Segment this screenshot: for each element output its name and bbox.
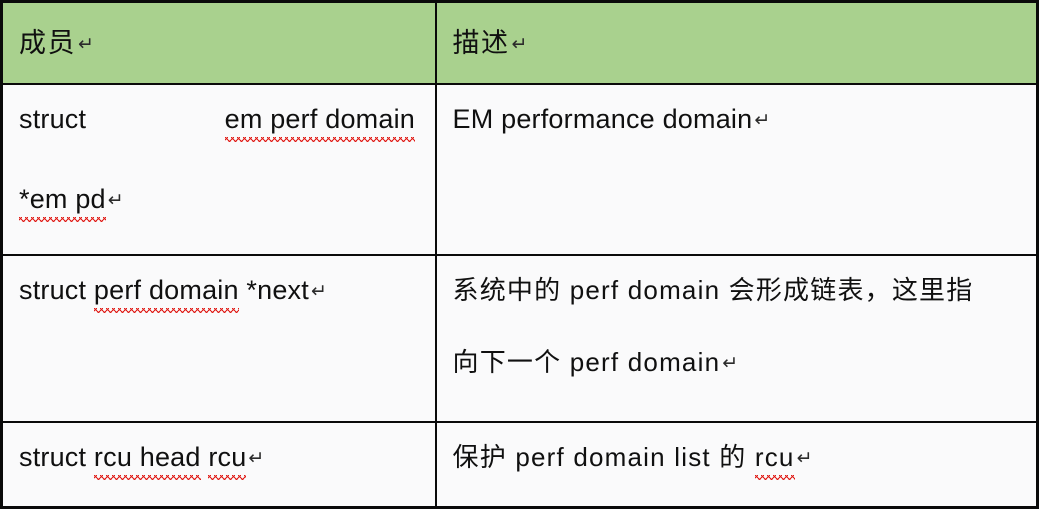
- member-space: [201, 442, 209, 472]
- member-text-line-1: struct em perf domain: [19, 99, 416, 142]
- return-mark-icon: ↵: [796, 447, 814, 469]
- description-cell: 保护 perf domain list 的 rcu↵: [434, 421, 1039, 509]
- column-header-description: 描述↵: [434, 0, 1039, 85]
- member-field-name-misspelled: rcu: [208, 437, 247, 480]
- header-member-content: 成员↵: [3, 3, 435, 72]
- member-cell-content: struct perf domain *next↵: [3, 256, 435, 319]
- header-member-text: 成员↵: [19, 23, 419, 64]
- description-text-line-1: EM performance domain↵: [453, 99, 1021, 140]
- header-description-label: 描述: [452, 28, 510, 58]
- description-text-line-1: 系统中的 perf domain 会形成链表，这里指: [453, 270, 1021, 310]
- return-mark-icon: ↵: [78, 33, 96, 55]
- member-cell: struct em perf domain *em pd↵: [0, 83, 437, 256]
- description-cell-content: 系统中的 perf domain 会形成链表，这里指 向下一个 perf dom…: [437, 256, 1037, 391]
- description-cell: 系统中的 perf domain 会形成链表，这里指 向下一个 perf dom…: [434, 254, 1039, 423]
- description-text-line-2: 向下一个 perf domain↵: [453, 342, 1021, 383]
- member-text-line-1: struct rcu head rcu↵: [19, 437, 419, 480]
- description-cell: EM performance domain↵: [434, 83, 1039, 256]
- member-keyword: struct: [19, 275, 94, 305]
- description-text: 向下一个 perf domain: [452, 347, 721, 377]
- member-keyword: struct: [19, 104, 87, 134]
- column-header-member: 成员↵: [0, 0, 437, 85]
- member-identifier-misspelled: perf domain: [93, 270, 239, 313]
- member-keyword: struct: [19, 442, 94, 472]
- member-text-line-2: *em pd↵: [19, 179, 419, 222]
- table-row: struct perf domain *next↵ 系统中的 perf doma…: [0, 254, 1039, 423]
- table-header-row: 成员↵ 描述↵: [0, 0, 1039, 85]
- member-text-line-1: struct perf domain *next↵: [19, 270, 419, 313]
- description-text: 系统中的 perf domain 会形成链表，这里指: [452, 275, 974, 305]
- return-mark-icon: ↵: [511, 33, 529, 55]
- header-description-text: 描述↵: [453, 23, 1021, 64]
- return-mark-icon: ↵: [310, 280, 328, 302]
- return-mark-icon: ↵: [107, 189, 124, 211]
- member-identifier-misspelled: rcu head: [93, 437, 201, 480]
- member-cell: struct perf domain *next↵: [0, 254, 437, 423]
- description-identifier-misspelled: rcu: [754, 437, 795, 480]
- table-row: struct rcu head rcu↵ 保护 perf domain list…: [0, 421, 1039, 509]
- header-description-content: 描述↵: [437, 3, 1037, 72]
- return-mark-icon: ↵: [248, 447, 265, 469]
- member-cell: struct rcu head rcu↵: [0, 421, 437, 509]
- member-identifier-misspelled: *em pd: [19, 179, 106, 222]
- description-text: EM performance domain: [452, 104, 753, 134]
- table-row: struct em perf domain *em pd↵ EM perform…: [0, 83, 1039, 256]
- return-mark-icon: ↵: [754, 109, 771, 131]
- member-identifier-misspelled: em perf domain: [224, 99, 416, 142]
- member-cell-content: struct em perf domain *em pd↵: [3, 85, 435, 228]
- return-mark-icon: ↵: [722, 352, 740, 374]
- description-text-line-1: 保护 perf domain list 的 rcu↵: [452, 437, 1021, 480]
- description-cell-content: EM performance domain↵: [437, 85, 1037, 148]
- description-text: 保护 perf domain list 的: [452, 442, 755, 472]
- header-member-label: 成员: [19, 28, 76, 58]
- member-field-name: *next: [238, 275, 309, 305]
- member-cell-content: struct rcu head rcu↵: [3, 423, 435, 486]
- description-cell-content: 保护 perf domain list 的 rcu↵: [437, 423, 1037, 486]
